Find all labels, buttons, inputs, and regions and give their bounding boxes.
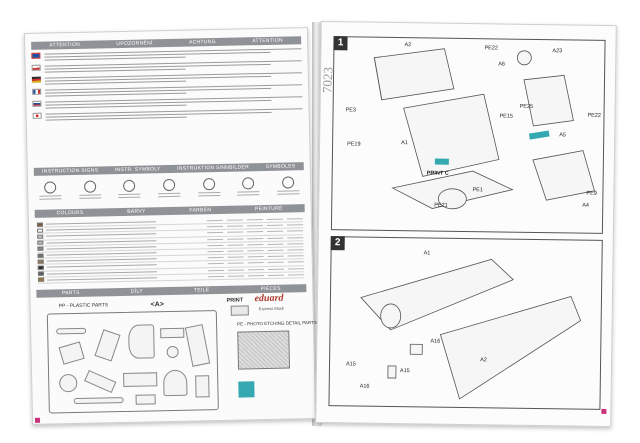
header-text: PARTS <box>61 289 80 297</box>
logo-subtitle: Express Mask <box>258 305 284 312</box>
optional-icon <box>44 181 57 194</box>
header-text: BARVY <box>127 208 146 215</box>
instruction-symbols-row <box>36 176 302 200</box>
eduard-logo: eduard <box>254 292 284 305</box>
callout-label: PE15 <box>499 113 514 120</box>
symbol-symmetrical <box>155 178 183 198</box>
header-text: PEINTURE <box>254 205 283 213</box>
header-text: INSTR. SYMBOLY <box>114 166 161 174</box>
callout-label: PE25 <box>519 103 534 110</box>
flag-ru-icon <box>32 100 42 107</box>
callout-label: PRINT C <box>426 170 449 177</box>
callout-label: A15 <box>399 368 410 375</box>
header-text: ATTENTION <box>252 37 283 45</box>
header-text: SYMBOLES <box>265 163 296 170</box>
header-text: TEILE <box>193 287 210 294</box>
callout-label: A2 <box>480 357 487 364</box>
callout-label: PE21 <box>434 202 448 209</box>
callout-label: PE3 <box>345 107 357 114</box>
decal-icon <box>281 176 295 189</box>
warning-text-block <box>31 46 303 124</box>
callout-label: A5 <box>559 132 567 139</box>
flag-cz-icon <box>31 64 41 71</box>
sprue-letter: <A> <box>150 301 164 309</box>
instruction-left-page: ATTENTION UPOZORNĚNÍ ACHTUNG ATTENTION <box>23 27 317 425</box>
bend-icon <box>83 180 96 193</box>
open-hole-icon <box>123 179 136 192</box>
symbol-open-hole <box>115 179 143 199</box>
header-text: ACHTUNG <box>189 38 216 46</box>
header-text: COLOURS <box>56 209 84 217</box>
flag-uk-icon <box>31 52 41 59</box>
step-2-drawing <box>360 258 582 400</box>
symbol-remove <box>234 177 262 196</box>
plastic-parts-label: PP - PLASTIC PARTS <box>58 302 109 310</box>
callout-label: A1 <box>401 140 408 147</box>
callout-label: PE9 <box>586 190 597 197</box>
callout-label: A16 <box>430 338 441 345</box>
callout-label: A6 <box>498 61 506 68</box>
symbol-optional <box>36 181 64 200</box>
step-1-panel: 1 A2 PE22 A23 A6 PE3 PE25 PE15 PE22 <box>330 36 606 234</box>
callout-label: PE22 <box>587 112 602 119</box>
notch-icon <box>202 178 215 191</box>
mask-swatch <box>238 381 255 398</box>
callout-label: A1 <box>423 250 431 257</box>
header-text: FARBEN <box>189 207 212 214</box>
page-corner-mark <box>34 417 41 423</box>
instruction-right-page: 7023 1 A2 PE22 A23 A6 PE3 PE25 <box>315 20 617 428</box>
symbol-notch <box>195 178 223 197</box>
print-decal <box>230 305 249 316</box>
callout-label: PE22 <box>484 45 498 52</box>
plastic-sprue <box>46 310 219 414</box>
flag-jp-icon <box>32 112 42 119</box>
symmetrical-icon <box>162 178 176 192</box>
header-text: INSTRUCTION SIGNS <box>42 167 99 175</box>
step-1-drawing <box>373 48 595 210</box>
symbol-bend <box>76 180 104 199</box>
photo-etch-label: PE - PHOTO ETCHING DETAIL PARTS <box>237 319 317 327</box>
callout-label: A23 <box>552 48 563 55</box>
callout-label: PE1 <box>472 187 483 194</box>
callout-label: A4 <box>582 202 590 209</box>
colour-table <box>36 216 305 284</box>
colours-header: COLOURS BARVY FARBEN PEINTURE <box>34 204 305 218</box>
flag-de-icon <box>31 76 41 83</box>
photo-etch-fret <box>237 330 291 370</box>
print-label: PRINT <box>226 297 244 304</box>
step-2-panel: 2 A1 A16 A15 A15 A16 A2 <box>328 236 603 410</box>
flag-fr-icon <box>32 88 42 95</box>
header-text: ATTENTION <box>49 41 81 49</box>
remove-icon <box>242 177 255 190</box>
callout-label: A16 <box>359 383 370 390</box>
callout-label: PE19 <box>347 141 361 148</box>
page-corner-mark <box>601 408 607 414</box>
header-text: UPOZORNĚNÍ <box>116 40 153 48</box>
instruction-signs-header: INSTRUCTION SIGNS INSTR. SYMBOLY INSTRUK… <box>33 162 304 176</box>
header-text: INSTRUKTION SINNBILDER <box>177 164 250 172</box>
callout-label: A15 <box>345 361 356 368</box>
header-text: DÍLY <box>130 288 143 295</box>
callout-label: A2 <box>404 42 412 49</box>
symbol-apply-decals <box>274 176 302 195</box>
